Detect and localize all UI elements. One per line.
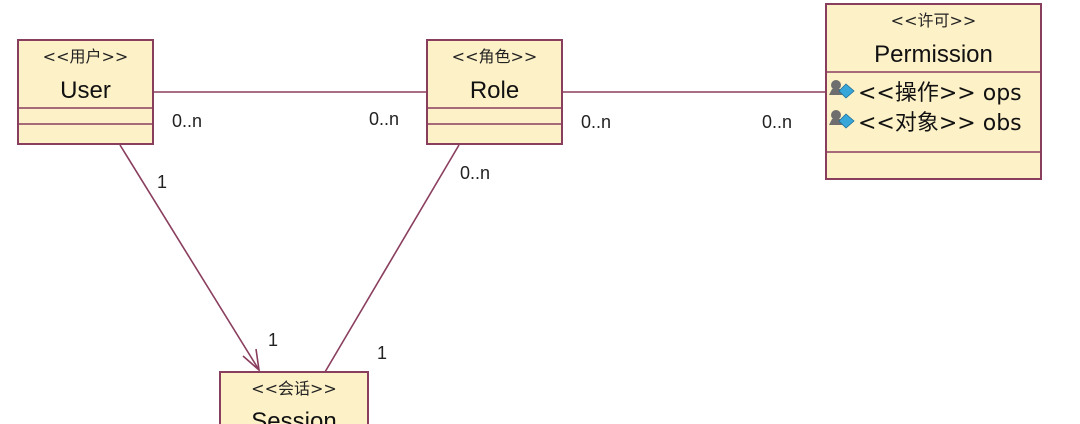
class-session-box [219,371,369,424]
class-session-name: Session [251,408,336,424]
multiplicity-user-role-source: 0..n [172,111,202,131]
class-user-name: User [60,77,111,104]
navigation-arrowhead [242,348,261,373]
multiplicity-role-session-source: 0..n [460,163,490,183]
multiplicity-user-session-source: 1 [157,172,167,192]
multiplicity-role-permission-source: 0..n [581,112,611,132]
class-permission-box [825,3,1042,180]
attribute-ops[interactable]: <<操作>> ops [829,80,1022,106]
class-role-box [426,39,563,145]
class-user-stereotype: <<用户>> [43,47,129,66]
attribute-ops-label: <<操作>> ops [858,81,1022,106]
class-role-stereotype: <<角色>> [452,47,538,66]
multiplicity-role-permission-target: 0..n [762,112,792,132]
attribute-icon [829,110,855,129]
class-role-name: Role [470,77,519,104]
multiplicity-role-session-target: 1 [377,343,387,363]
class-session-stereotype: <<会话>> [251,379,337,398]
class-permission-name: Permission [874,41,993,68]
attribute-obs[interactable]: <<对象>> obs [829,110,1022,136]
class-session[interactable]: <<会话>> Session [219,371,369,424]
association-user-session[interactable] [119,144,260,371]
attribute-obs-label: <<对象>> obs [858,111,1022,136]
class-user-box [17,39,154,145]
multiplicity-user-role-target: 0..n [369,109,399,129]
class-role[interactable]: <<角色>> Role [426,39,563,145]
class-user[interactable]: <<用户>> User [17,39,154,145]
class-permission-stereotype: <<许可>> [891,11,977,30]
multiplicity-user-session-target: 1 [268,330,278,350]
class-permission[interactable]: <<许可>> Permission <<操作>> ops <<对象>> obs [825,3,1042,180]
association-role-session[interactable] [324,144,460,373]
attribute-icon [829,80,855,99]
